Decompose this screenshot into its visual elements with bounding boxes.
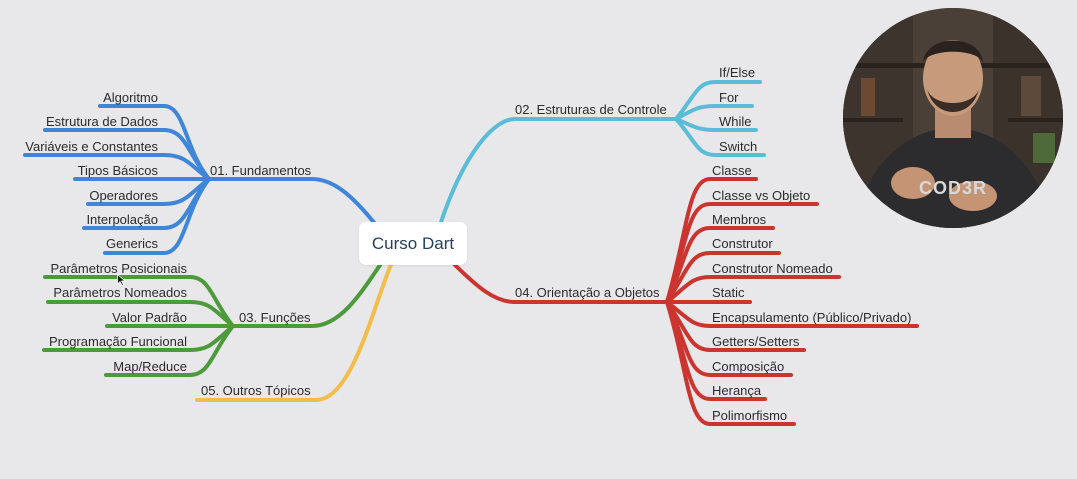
root-node-label: Curso Dart: [371, 233, 455, 253]
leaf-line: [665, 300, 796, 426]
connector-estruturas: [438, 117, 517, 227]
leaves-funcoes: [42, 275, 235, 377]
branch-label-oo: 04. Orientação a Objetos: [515, 285, 660, 300]
connector-oo: [450, 260, 517, 304]
branch-label-fundamentos: 01. Fundamentos: [210, 163, 312, 178]
leaf-line: [674, 117, 758, 132]
leaf-label: Switch: [719, 139, 757, 154]
leaf-labels-estruturas: If/Else For While Switch: [719, 65, 757, 154]
leaves-estruturas: [674, 80, 766, 157]
leaf-label: Construtor: [712, 236, 773, 251]
leaf-line: [103, 177, 211, 255]
leaf-label: Encapsulamento (Público/Privado): [712, 310, 911, 325]
leaf-line: [46, 300, 235, 328]
leaf-label: Parâmetros Posicionais: [50, 261, 187, 276]
leaf-label: Valor Padrão: [112, 310, 187, 325]
connector-outros: [314, 260, 394, 402]
presenter-video-frame: COD3R: [843, 8, 1063, 228]
branch-underlines: [195, 117, 678, 402]
leaf-labels-funcoes: Parâmetros Posicionais Parâmetros Nomead…: [49, 261, 188, 374]
leaf-label: Interpolação: [86, 212, 158, 227]
leaf-line: [674, 80, 762, 121]
leaf-label: Map/Reduce: [113, 359, 187, 374]
leaf-label: Generics: [106, 236, 159, 251]
presenter-shirt-logo: COD3R: [919, 178, 987, 198]
leaf-label: Static: [712, 285, 745, 300]
branch-label-funcoes: 03. Funções: [239, 310, 311, 325]
leaf-label: Classe: [712, 163, 752, 178]
branch-connectors: [310, 117, 517, 402]
leaf-line: [665, 275, 841, 304]
leaf-label: Composição: [712, 359, 784, 374]
leaf-label: Classe vs Objeto: [712, 188, 810, 203]
branch-labels: 01. Fundamentos 02. Estruturas de Contro…: [201, 102, 667, 398]
leaf-line: [23, 153, 211, 181]
leaf-label: Variáveis e Constantes: [25, 139, 158, 154]
leaf-label: Getters/Setters: [712, 334, 800, 349]
connector-funcoes: [310, 260, 384, 328]
leaf-label: Construtor Nomeado: [712, 261, 833, 276]
leaf-label: Parâmetros Nomeados: [53, 285, 187, 300]
leaf-line: [104, 324, 235, 377]
leaf-line: [43, 275, 235, 328]
leaf-label: While: [719, 114, 752, 129]
leaves-fundamentos: [23, 104, 211, 255]
mouse-cursor-icon: [117, 274, 126, 286]
leaf-line: [674, 117, 766, 157]
root-node[interactable]: Curso Dart: [359, 222, 467, 265]
leaf-line: [665, 251, 781, 304]
branch-label-outros: 05. Outros Tópicos: [201, 383, 311, 398]
presenter-webcam: COD3R: [843, 8, 1063, 228]
leaf-label: Herança: [712, 383, 762, 398]
leaf-line: [665, 226, 775, 304]
leaves-oo: [665, 177, 919, 426]
leaf-labels-oo: Classe Classe vs Objeto Membros Construt…: [712, 163, 911, 423]
leaf-labels-fundamentos: Algoritmo Estrutura de Dados Variáveis e…: [25, 90, 158, 251]
leaf-label: For: [719, 90, 739, 105]
leaf-label: If/Else: [719, 65, 755, 80]
leaf-line: [43, 128, 211, 181]
leaf-line: [665, 300, 919, 328]
leaf-label: Programação Funcional: [49, 334, 187, 349]
leaf-label: Operadores: [89, 188, 158, 203]
leaf-line: [674, 104, 754, 121]
leaf-label: Estrutura de Dados: [46, 114, 159, 129]
leaf-label: Membros: [712, 212, 767, 227]
connector-fundamentos: [310, 177, 378, 227]
leaf-label: Tipos Básicos: [78, 163, 159, 178]
leaf-label: Algoritmo: [103, 90, 158, 105]
leaf-label: Polimorfismo: [712, 408, 787, 423]
branch-label-estruturas: 02. Estruturas de Controle: [515, 102, 667, 117]
